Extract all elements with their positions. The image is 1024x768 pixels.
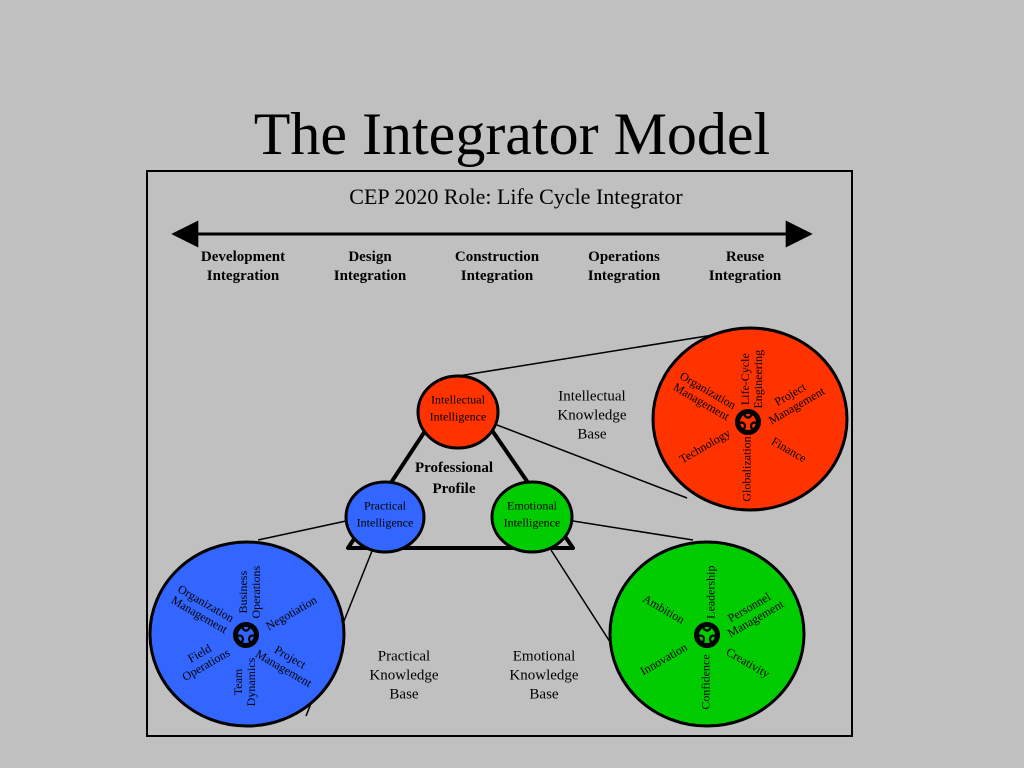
competency-label: BusinessOperations: [236, 566, 263, 619]
triple-circle-icon: [735, 409, 761, 435]
diagram-subtitle: CEP 2020 Role: Life Cycle Integrator: [349, 184, 683, 209]
triple-circle-icon: [694, 622, 720, 648]
connector-practical-top: [257, 520, 347, 541]
connector-emotional-bottom: [550, 549, 613, 646]
connector-emotional-top: [572, 520, 694, 541]
competency-label: TeamDynamics: [231, 657, 258, 706]
diagram-frame: [146, 170, 853, 737]
professional-profile-triangle: [346, 379, 575, 550]
slide-title: The Integrator Model: [253, 101, 771, 167]
competency-label: Life-CycleEngineering: [738, 350, 765, 409]
competency-label: Globalization: [739, 436, 753, 501]
connector-intellectual-top: [457, 330, 739, 377]
competency-label: Confidence: [698, 654, 712, 709]
triple-circle-icon: [233, 622, 259, 648]
connector-intellectual-bottom: [496, 424, 688, 499]
competency-label: Leadership: [704, 566, 718, 619]
